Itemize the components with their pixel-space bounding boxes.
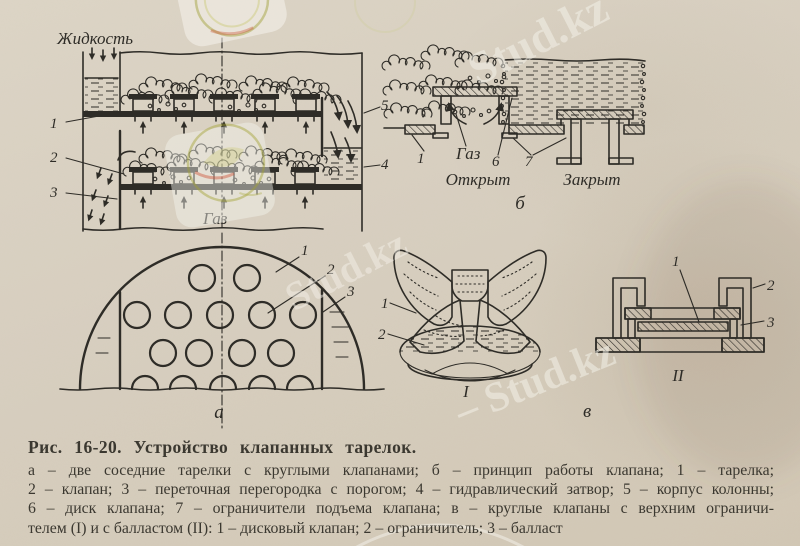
sublabel-v: в: [583, 401, 591, 422]
diagram-top-view: [59, 232, 385, 429]
watermark-badge-top: [170, 0, 287, 47]
sublabel-a: а: [214, 402, 224, 423]
callout-2-valve-i: 2: [378, 327, 386, 343]
callout-3-valve-ii: 3: [766, 315, 775, 331]
sublabel-ii: II: [671, 366, 685, 385]
watermark-arc-bottom: [355, 523, 525, 546]
caption-line-3: 6 – диск клапана; 7 – ограничители подъе…: [28, 500, 774, 518]
caption-line-1: а – две соседние тарелки с круглыми клап…: [28, 462, 774, 479]
label-liquid: Жидкость: [56, 29, 133, 48]
label-open: Открыт: [446, 170, 511, 189]
sublabel-i: I: [462, 382, 470, 401]
diagram-principle: [381, 44, 647, 165]
callout-7-limiters: 7: [525, 154, 534, 170]
callout-1-valve-ii: 1: [672, 254, 680, 270]
diagram-side-view: [65, 37, 381, 232]
label-closed: Закрыт: [563, 170, 620, 189]
caption-line-2: 2 – клапан; 3 – переточная перегородка с…: [28, 481, 774, 499]
callout-1-topview: 1: [301, 243, 309, 259]
label-gas-principle: Газ: [455, 144, 481, 163]
watermark-ring-top: [354, 0, 416, 33]
callout-2-valve: 2: [50, 150, 58, 166]
callout-2-topview: 2: [327, 262, 335, 278]
callout-1-tray: 1: [50, 116, 58, 132]
sublabel-b: б: [515, 193, 526, 214]
figure-caption: Рис. 16-20. Устройство клапанных тарелок…: [28, 436, 774, 538]
callout-5-shell: 5: [381, 98, 389, 114]
callout-4-seal: 4: [381, 157, 389, 173]
callout-6-disk: 6: [492, 154, 500, 170]
callout-1-valve-i: 1: [381, 296, 389, 312]
callout-3-topview: 3: [346, 284, 355, 300]
callout-2-valve-ii: 2: [767, 278, 775, 294]
label-gas-side: Газ: [202, 209, 228, 228]
diagram-valve-i: [387, 249, 547, 382]
diagram-valve-ii: [595, 269, 766, 353]
callout-3-partition: 3: [49, 185, 58, 201]
watermark-badge-mid: [165, 122, 275, 228]
callout-1-tray-b: 1: [417, 151, 425, 167]
caption-line-4: телем (I) и с балластом (II): 1 – дисков…: [28, 519, 563, 537]
figure-title: Рис. 16-20. Устройство клапанных тарелок…: [28, 437, 417, 457]
